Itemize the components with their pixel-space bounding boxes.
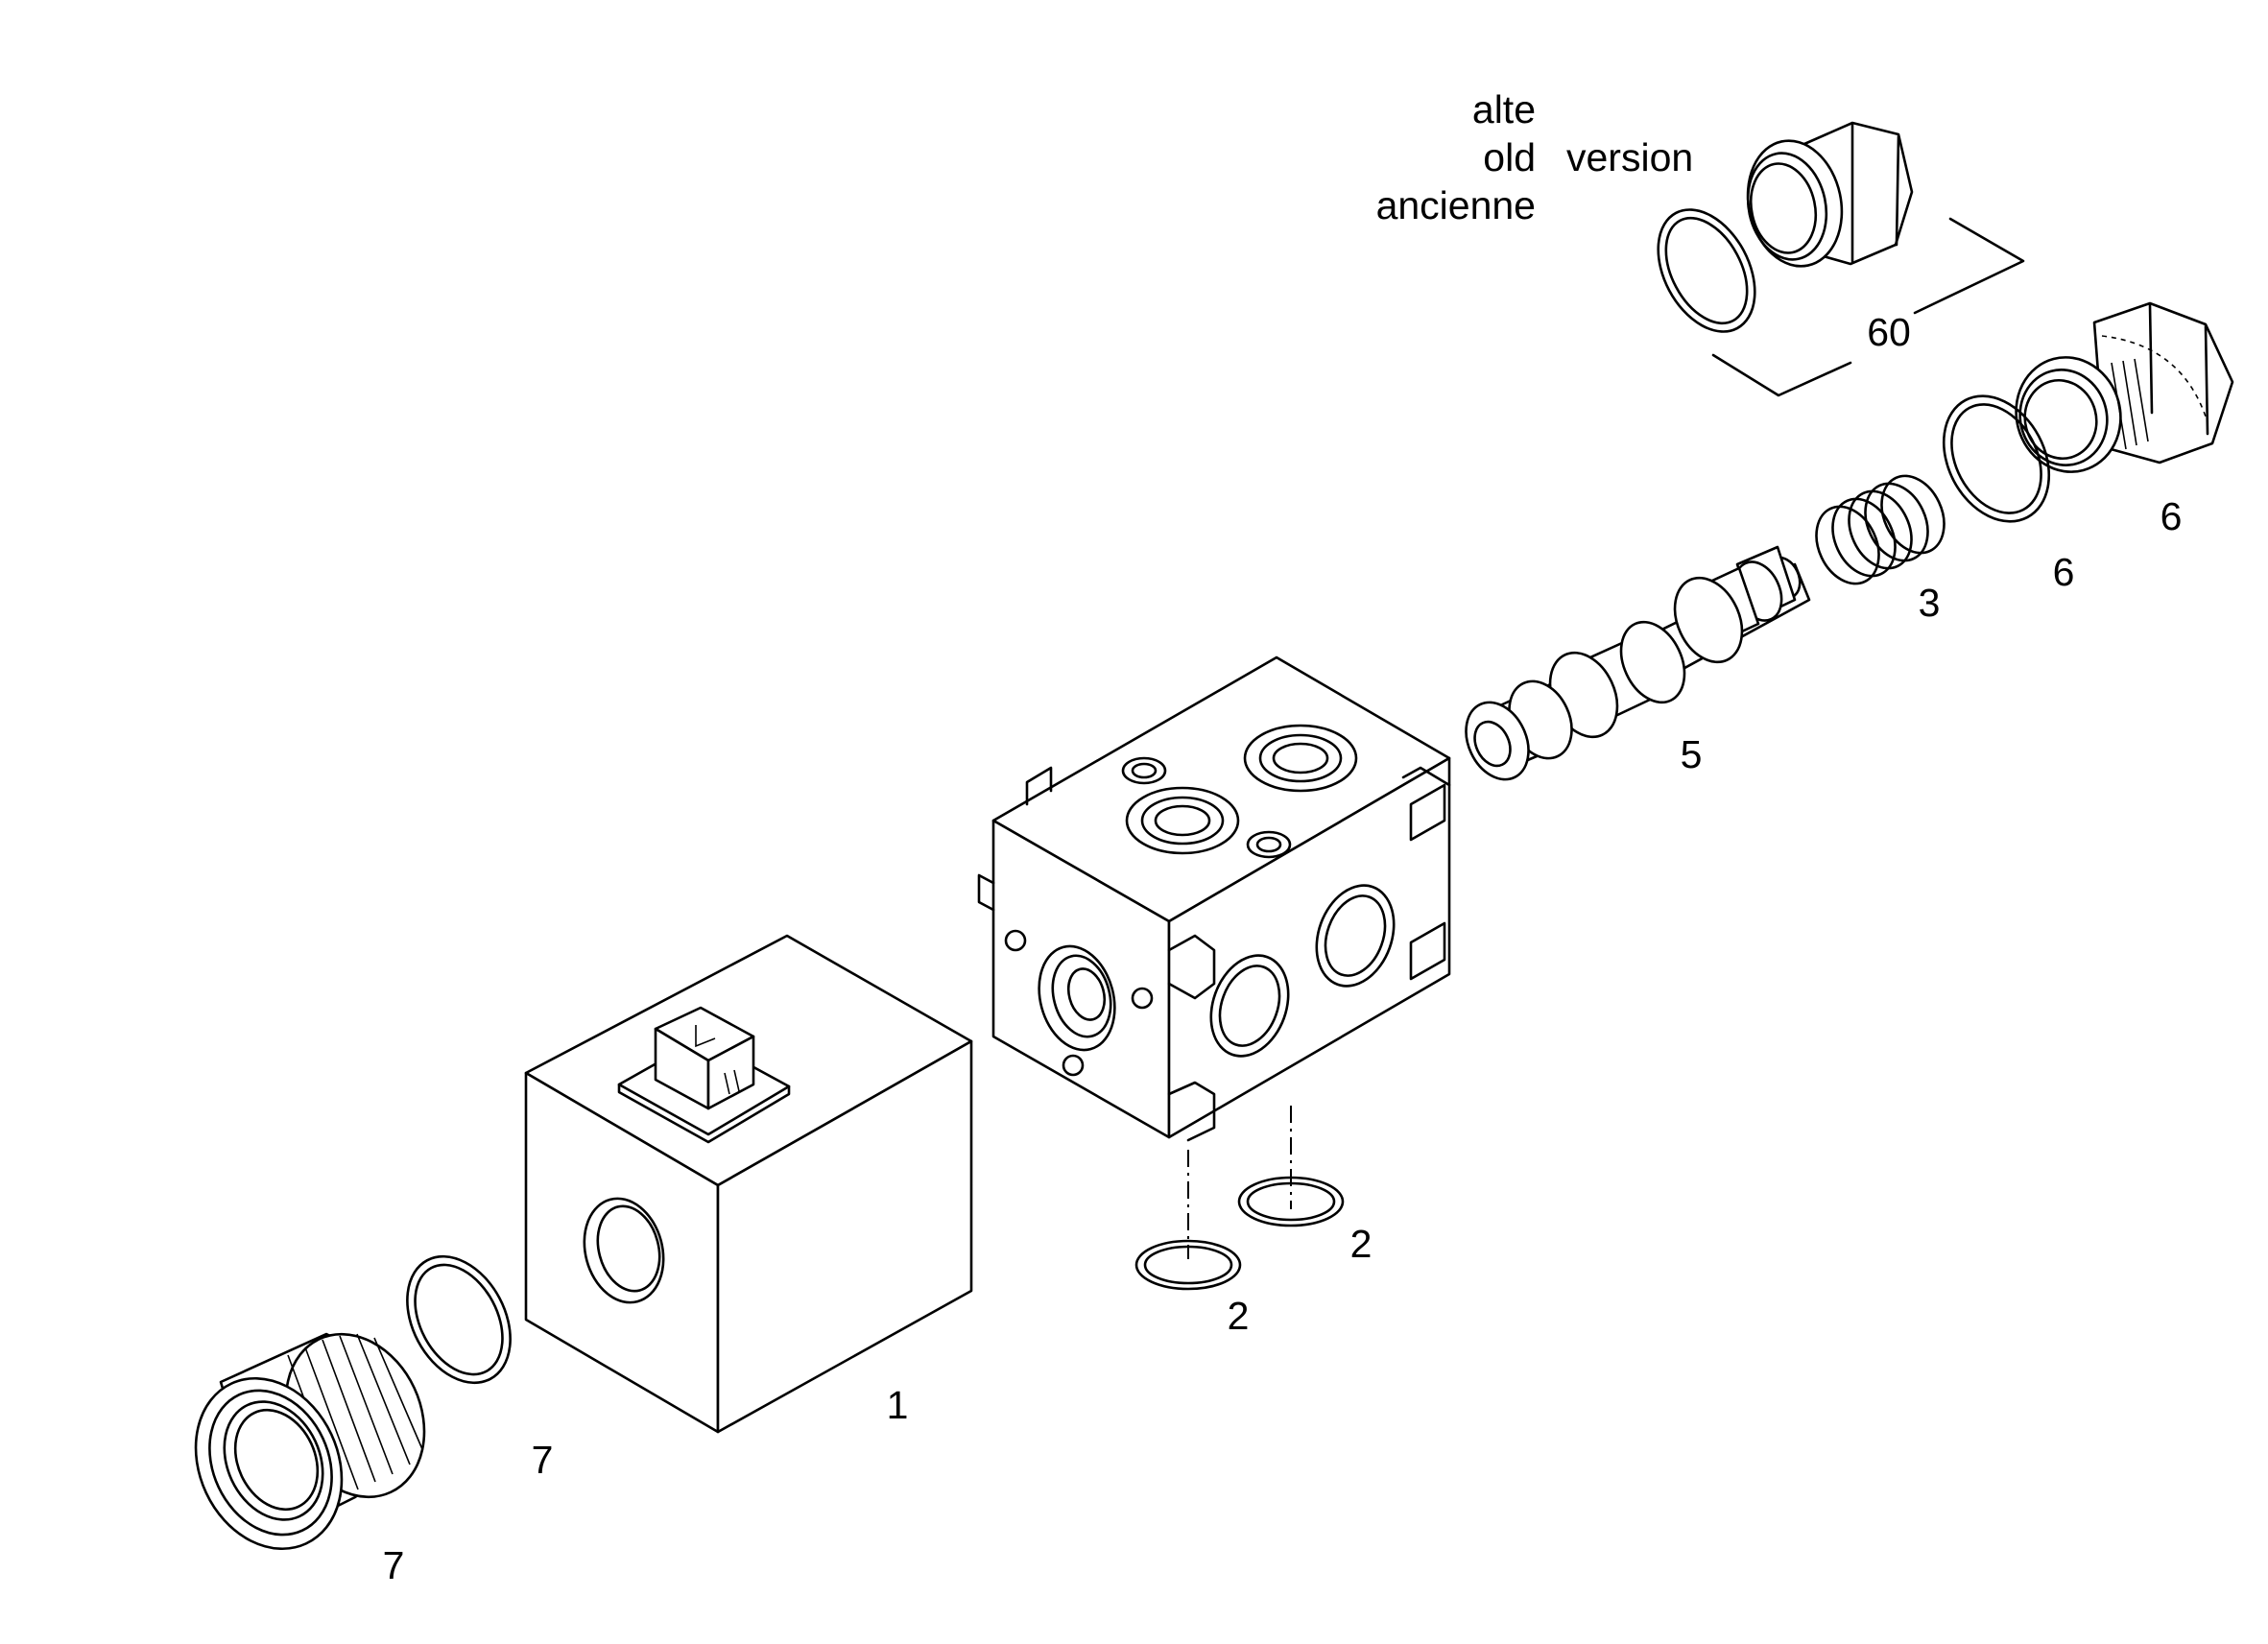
callout-7-nut: 7 [383,1543,405,1587]
old-version-line3: ancienne [1376,183,1536,227]
callout-2-right: 2 [1350,1222,1373,1266]
callout-2-left: 2 [1228,1294,1250,1338]
plug-seal-ring [1942,394,2051,523]
valve-body [977,655,1451,1259]
solenoid-coil [524,934,973,1434]
callout-5: 5 [1681,732,1703,776]
spring [1815,474,1946,585]
ring-nut [194,1332,426,1551]
old-version-plug-kit: 60 [1657,121,2025,397]
body-seal-right [1237,1176,1345,1227]
callout-6-seal: 6 [2053,550,2075,594]
old-version-line1: alte [1472,87,1536,131]
old-version-line2: old [1483,135,1536,179]
callout-1: 1 [887,1383,909,1427]
body-seal-left [1134,1239,1242,1291]
ring-nut-seal [406,1254,512,1385]
callout-7-seal: 7 [532,1438,554,1482]
callout-6-plug: 6 [2161,494,2183,538]
old-version-note: alte old ancienne version [1376,87,1694,227]
valve-spool [1465,545,1811,781]
old-version-word: version [1566,135,1693,179]
callout-3: 3 [1919,581,1941,625]
callout-60: 60 [1867,310,1911,354]
